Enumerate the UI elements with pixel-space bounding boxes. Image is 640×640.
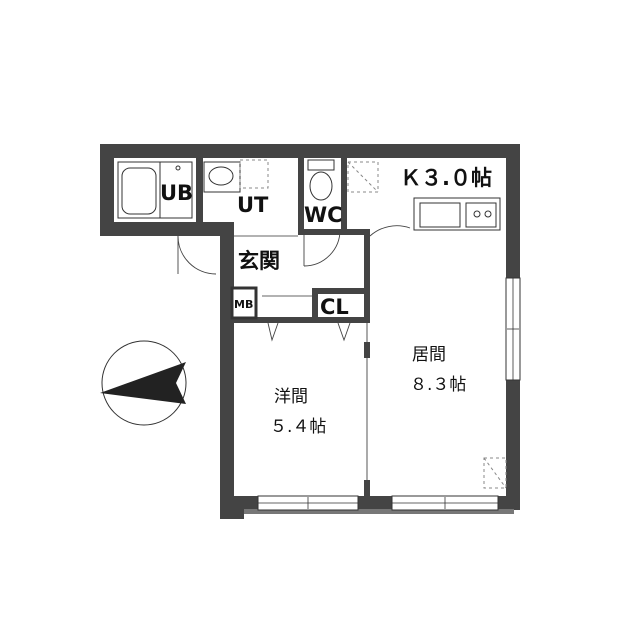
mb-shaft	[230, 286, 258, 320]
door-swings	[177, 225, 411, 480]
room-label-living-size: ８.３帖	[410, 375, 466, 395]
bathtub-icon	[117, 161, 193, 219]
kitchen-sink-icon	[413, 197, 501, 231]
room-label-wc: WC	[304, 203, 343, 227]
room-label-ut: UT	[237, 193, 269, 217]
toilet-icon	[307, 159, 335, 201]
washbasin-icon	[203, 161, 241, 193]
room-label-ub: UB	[160, 181, 193, 205]
room-label-mb: MB	[234, 298, 253, 311]
room-label-kitchen: Ｋ３.０帖	[400, 166, 492, 190]
room-label-western-name: 洋間	[274, 387, 308, 407]
room-label-cl: CL	[320, 295, 349, 319]
room-label-entrance: 玄関	[238, 249, 280, 273]
balcony-strip	[244, 509, 514, 514]
dashed-outlines	[239, 159, 507, 489]
room-label-western-size: ５.４帖	[270, 417, 326, 437]
north-arrow-icon	[100, 340, 187, 426]
room-label-living-name: 居間	[412, 345, 446, 365]
